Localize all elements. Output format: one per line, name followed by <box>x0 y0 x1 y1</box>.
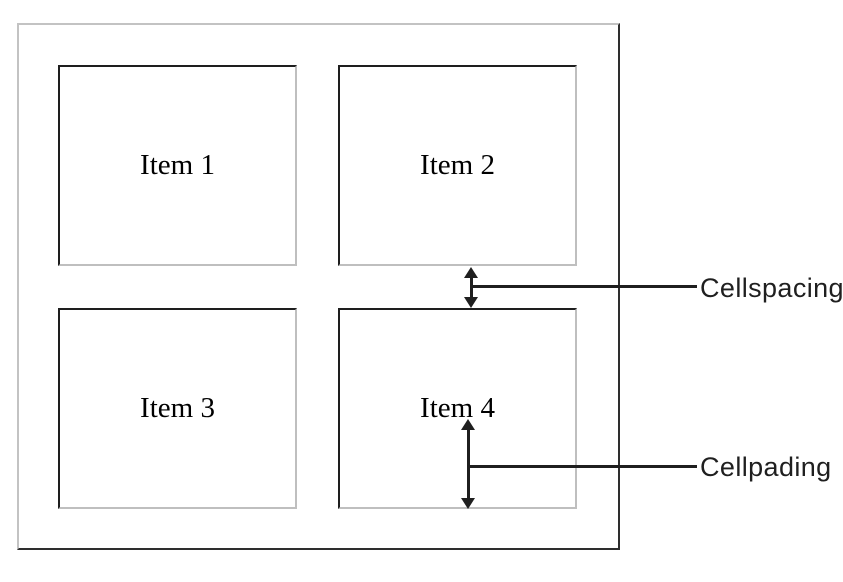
arrowhead-down-icon <box>464 297 478 308</box>
cell-item-2-label: Item 2 <box>420 149 495 181</box>
arrowhead-up-icon <box>461 419 475 430</box>
cell-item-4-label: Item 4 <box>420 392 495 424</box>
cell-item-3: Item 3 <box>58 308 297 509</box>
cellspacing-leader-line <box>470 285 697 288</box>
cellpadding-double-arrow-icon <box>461 419 475 509</box>
cell-item-2: Item 2 <box>338 65 577 266</box>
cellspacing-label: Cellspacing <box>700 273 843 303</box>
arrow-shaft <box>466 426 470 502</box>
cell-item-1: Item 1 <box>58 65 297 266</box>
cellpadding-leader-line <box>467 465 697 468</box>
cell-item-3-label: Item 3 <box>140 392 215 424</box>
cellpadding-label: Cellpading <box>700 452 832 482</box>
cell-item-4: Item 4 <box>338 308 577 509</box>
arrowhead-down-icon <box>461 498 475 509</box>
arrowhead-up-icon <box>464 267 478 278</box>
cell-item-1-label: Item 1 <box>140 149 215 181</box>
